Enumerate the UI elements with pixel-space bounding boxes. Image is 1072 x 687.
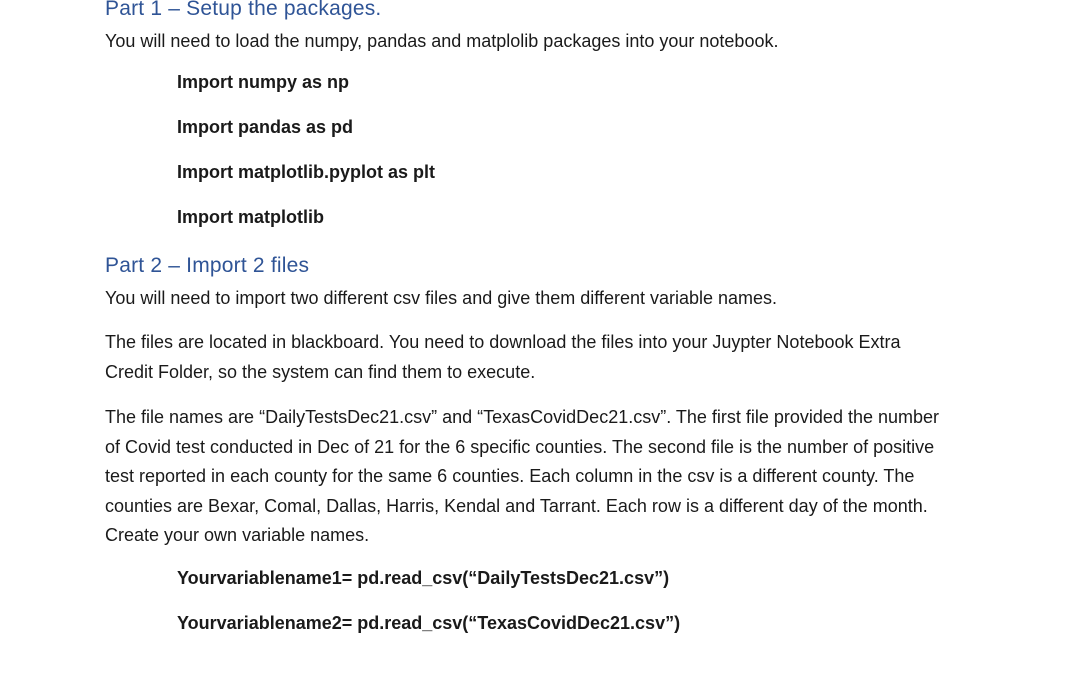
part2-intro-text: You will need to import two different cs… [105, 288, 778, 308]
paragraph-line: The file names are “DailyTestsDec21.csv”… [105, 407, 940, 427]
paragraph-line: Create your own variable names. [105, 525, 370, 545]
part2-heading: Part 2 – Import 2 files [105, 254, 310, 277]
part1-heading: Part 1 – Setup the packages. [105, 0, 382, 20]
part1-intro: You will need to load the numpy, pandas … [105, 27, 1050, 57]
read-csv-line-2: Yourvariablename2= pd.read_csv(“TexasCov… [177, 613, 681, 633]
read-csv-line-1: Yourvariablename1= pd.read_csv(“DailyTes… [177, 568, 670, 588]
import-numpy-line: Import numpy as np [177, 72, 350, 92]
file-location-paragraph: The files are located in blackboard. You… [105, 328, 1050, 387]
paragraph-line: The files are located in blackboard. You… [105, 332, 901, 352]
paragraph-line: test reported in each county for the sam… [105, 466, 915, 486]
file-description-paragraph: The file names are “DailyTestsDec21.csv”… [105, 403, 1050, 551]
import-pyplot-line: Import matplotlib.pyplot as plt [177, 162, 435, 182]
paragraph-line: Credit Folder, so the system can find th… [105, 361, 536, 382]
part1-intro-text: You will need to load the numpy, pandas … [105, 31, 779, 51]
import-pandas-line: Import pandas as pd [177, 117, 354, 137]
paragraph-line: of Covid test conducted in Dec of 21 for… [105, 436, 935, 457]
part2-intro: You will need to import two different cs… [105, 284, 1050, 314]
paragraph-line: counties are Bexar, Comal, Dallas, Harri… [105, 495, 928, 516]
import-matplotlib-line: Import matplotlib [177, 207, 324, 227]
